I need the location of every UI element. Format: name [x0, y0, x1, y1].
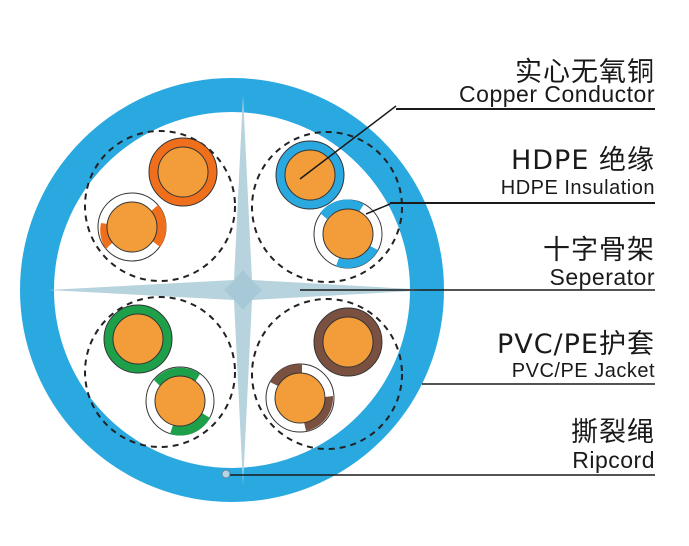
pair-bottom-right — [265, 307, 383, 433]
label-insulation-cn: HDPE 绝缘 — [510, 145, 655, 176]
label-ripcord-en: Ripcord — [572, 447, 655, 473]
label-ripcord-cn: 撕裂绳 — [571, 417, 655, 448]
pair-boundary-bottom-right — [251, 298, 403, 450]
pair-boundary-bottom-left — [84, 296, 236, 448]
pair-top-left — [97, 137, 218, 262]
pair-boundary-top-right — [251, 131, 403, 283]
label-conductor-en: Copper Conductor — [459, 81, 655, 107]
label-separator-cn: 十字骨架 — [543, 235, 655, 266]
label-separator-en: Seperator — [549, 264, 655, 290]
ripcord-dot — [221, 469, 231, 479]
rule-conductor — [396, 108, 655, 110]
rule-insulation — [390, 202, 655, 204]
label-insulation-en: HDPE Insulation — [500, 177, 655, 199]
leader-conductor — [299, 105, 397, 180]
label-jacket-cn: PVC/PE护套 — [496, 329, 655, 360]
leader-insulation — [365, 203, 391, 215]
pair-boundary-top-left — [84, 130, 236, 282]
separator-core — [224, 270, 262, 310]
label-jacket-en: PVC/PE Jacket — [511, 360, 655, 382]
label-conductor-cn: 实心无氧铜 — [515, 57, 655, 88]
pair-bottom-left — [103, 304, 215, 436]
